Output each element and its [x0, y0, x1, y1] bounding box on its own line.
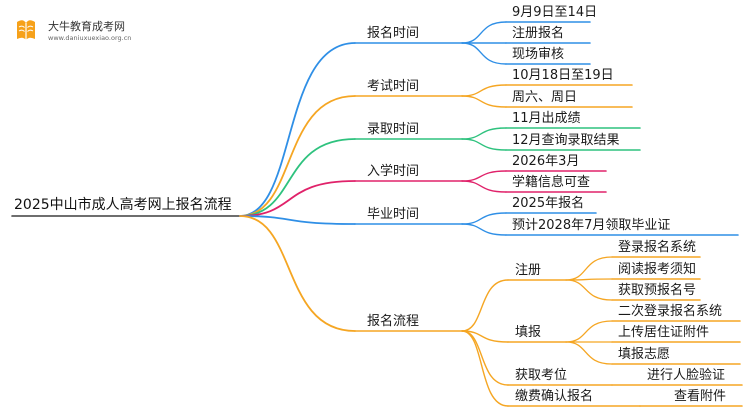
leaf-item: 现场审核 — [512, 47, 565, 62]
leaf-item: 查看附件 — [674, 389, 727, 404]
leaf-item: 12月查询录取结果 — [512, 133, 620, 148]
leaf-item: 2026年3月 — [512, 154, 580, 169]
connector-curve — [461, 180, 507, 193]
leaf-item: 2025年报名 — [512, 196, 585, 211]
leaf-item: 登录报名系统 — [618, 240, 697, 255]
branch-signup-time: 报名时间 — [367, 26, 420, 41]
connector-curve — [239, 95, 356, 217]
logo: 大牛教育成考网 www.daniuxuexiao.org.cn — [14, 17, 154, 49]
connector-curve — [461, 42, 507, 65]
connector-curve — [461, 330, 509, 407]
connector-curve — [565, 320, 613, 343]
leaf-item: 阅读报考须知 — [618, 262, 697, 277]
connector-curve — [239, 138, 356, 217]
connector-curve — [461, 138, 507, 151]
connector-curve — [461, 212, 507, 225]
leaf-item: 注册报名 — [512, 26, 565, 41]
connector-curve — [239, 215, 356, 225]
connector-curve — [461, 21, 507, 44]
connector-curve — [565, 256, 613, 281]
connector-curve — [461, 330, 509, 343]
connector-curve — [461, 170, 507, 182]
leaf-item: 10月18日至19日 — [512, 68, 614, 83]
connector-curve — [239, 215, 356, 332]
connector-curve — [461, 279, 509, 332]
logo-url: www.daniuxuexiao.org.cn — [48, 34, 132, 42]
group-fill: 填报 — [515, 325, 542, 340]
book-logo-icon — [17, 20, 35, 40]
logo-title: 大牛教育成考网 — [48, 20, 125, 33]
leaf-item: 周六、周日 — [512, 90, 578, 105]
leaf-item: 11月出成绩 — [512, 111, 581, 126]
connector-curve — [461, 84, 507, 97]
branch-grad-time: 毕业时间 — [367, 207, 420, 222]
branch-enroll-time: 入学时间 — [367, 164, 420, 179]
group-pay: 缴费确认报名 — [515, 389, 594, 404]
group-seat: 获取考位 — [515, 368, 568, 383]
branch-admit-time: 录取时间 — [367, 122, 420, 137]
connector-curve — [565, 279, 613, 301]
root-topic: 2025中山市成人高考网上报名流程 — [14, 197, 232, 213]
branch-signup-flow: 报名流程 — [367, 314, 420, 329]
leaf-item: 进行人脸验证 — [647, 368, 726, 383]
connector-curve — [461, 95, 507, 108]
leaf-item: 获取预报名号 — [618, 283, 697, 298]
group-register: 注册 — [515, 263, 542, 278]
connector-curve — [239, 180, 356, 217]
branch-exam-time: 考试时间 — [367, 79, 420, 94]
connector-curve — [461, 127, 507, 140]
leaf-item: 学籍信息可查 — [512, 175, 591, 190]
leaf-item: 9月9日至14日 — [512, 5, 598, 20]
leaf-item: 上传居住证附件 — [618, 325, 710, 340]
connector-curve — [461, 223, 507, 236]
leaf-item: 填报志愿 — [618, 347, 671, 362]
connector-curve — [565, 341, 613, 365]
connector-curve — [239, 42, 356, 217]
leaf-item: 预计2028年7月领取毕业证 — [512, 218, 671, 233]
leaf-item: 二次登录报名系统 — [618, 304, 723, 319]
